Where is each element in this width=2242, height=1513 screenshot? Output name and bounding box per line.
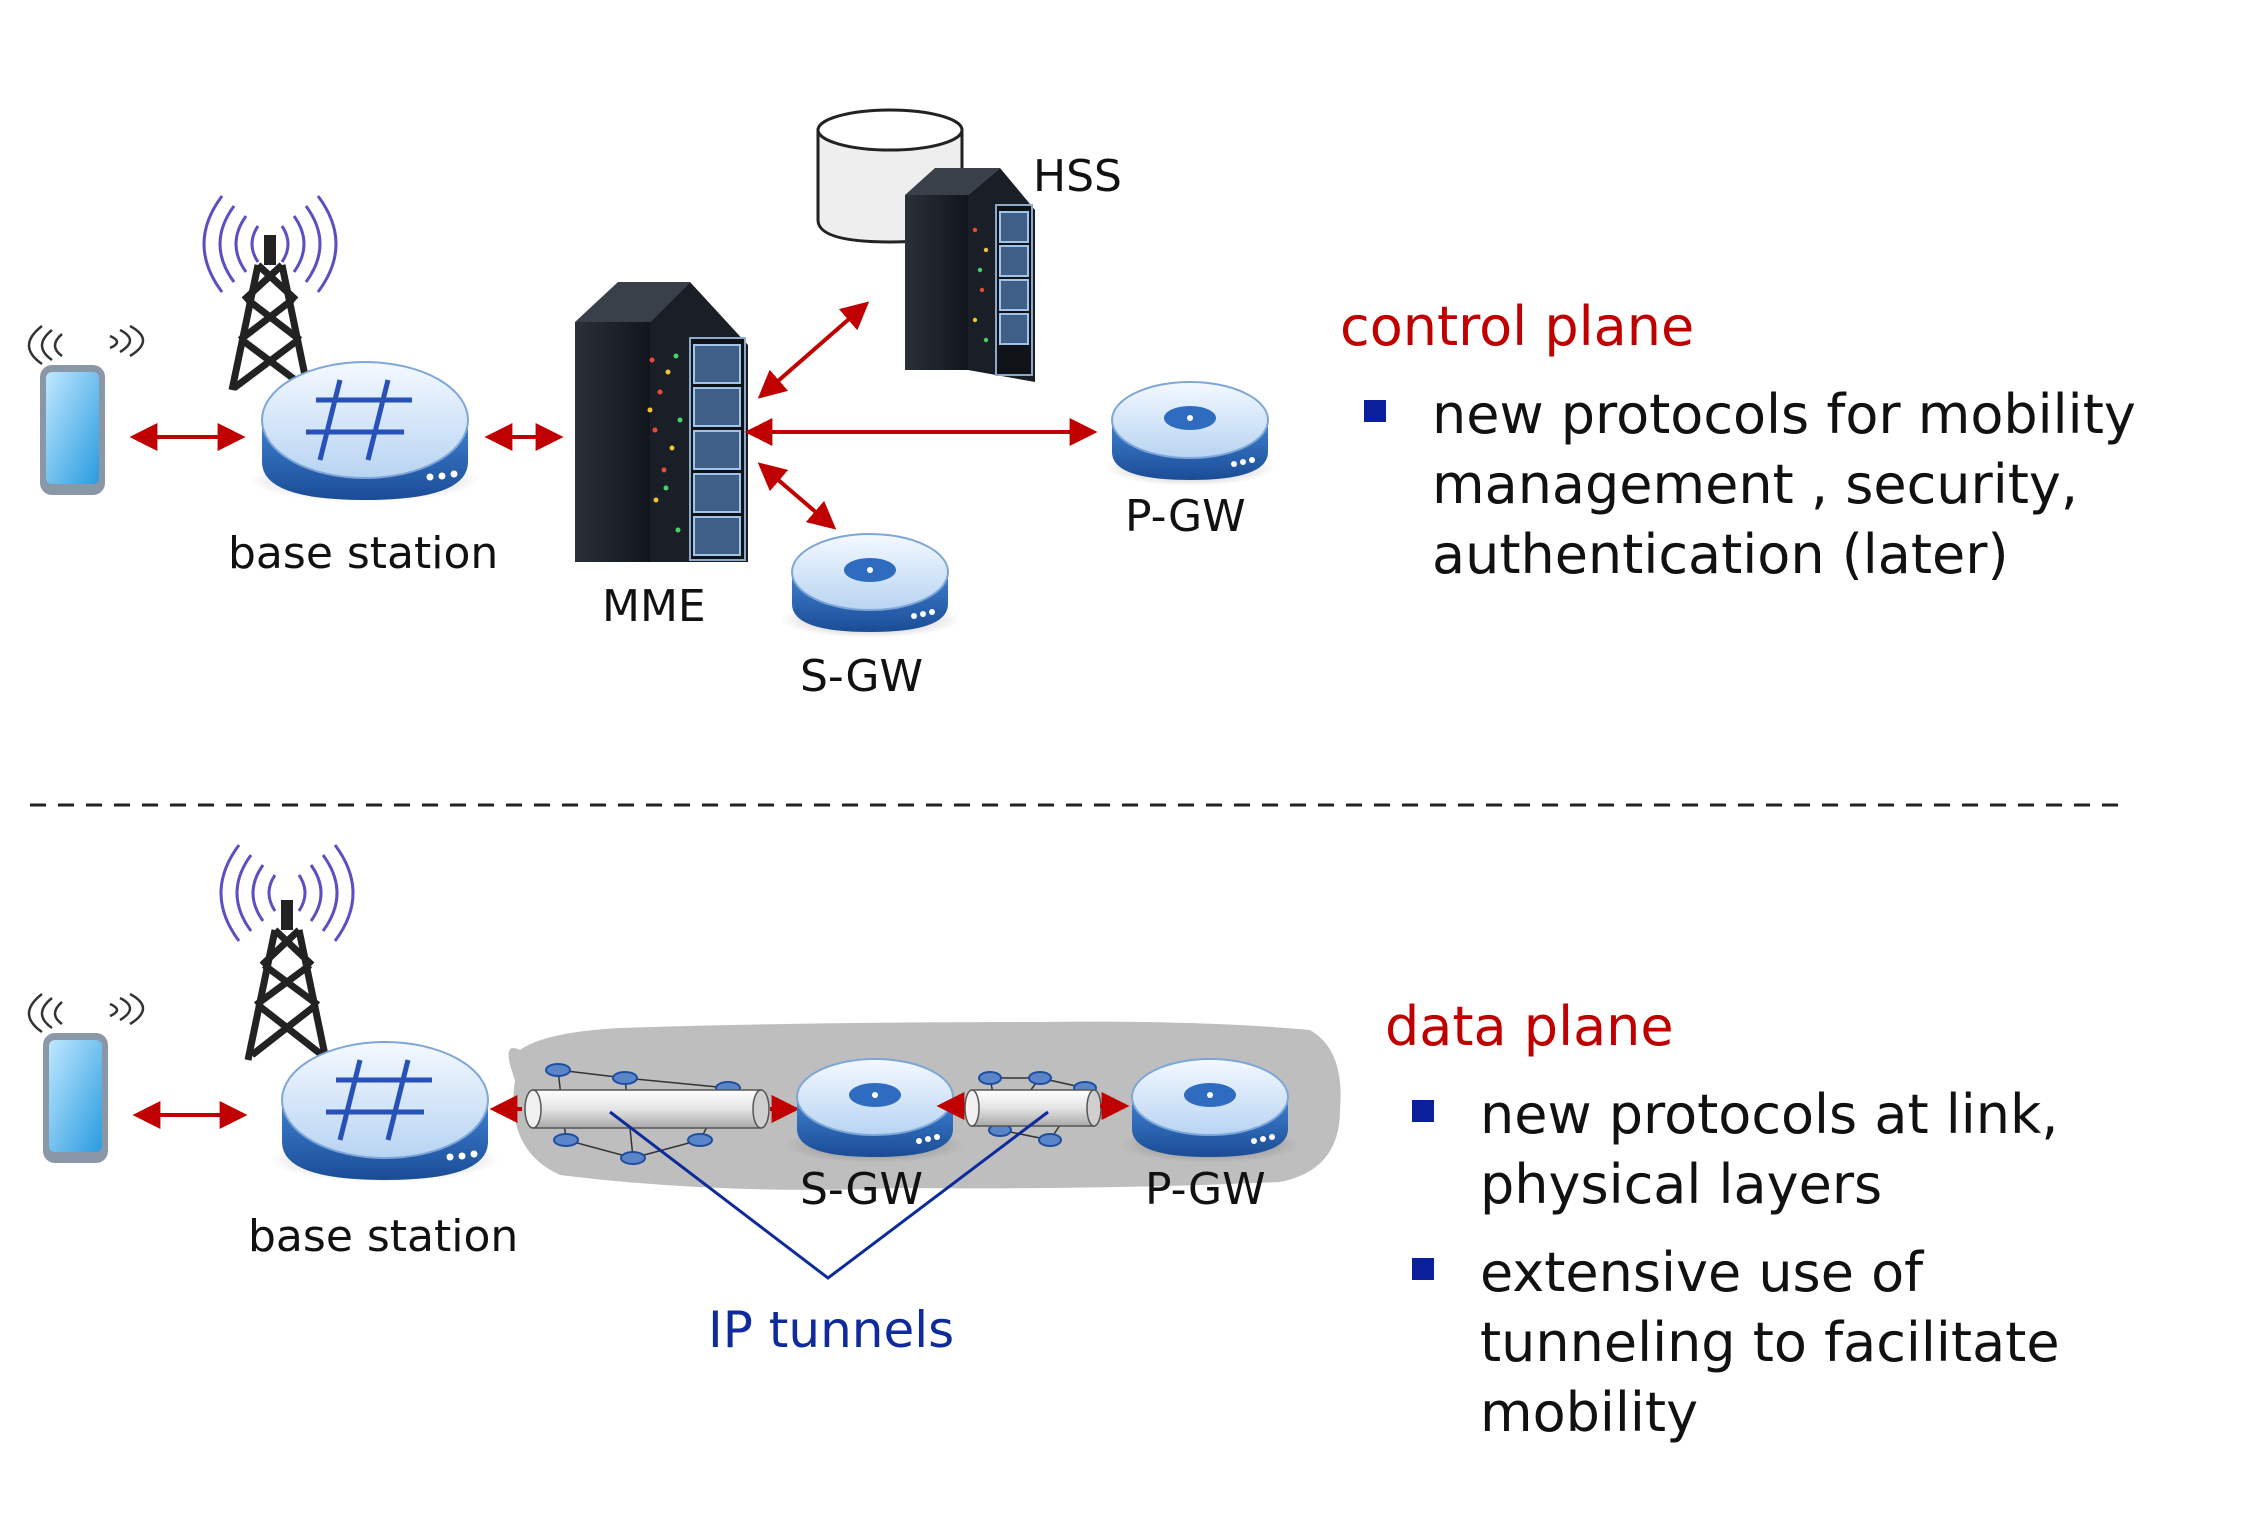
- sgw-label: S-GW: [800, 651, 924, 702]
- bullet-icon: [1364, 400, 1386, 422]
- sgw-router-icon: [780, 533, 960, 638]
- bullet-icon: [1412, 1258, 1434, 1280]
- mme-server-icon: [575, 282, 748, 562]
- pgw-router-icon: [1120, 1058, 1300, 1163]
- link-arrow: [757, 301, 870, 399]
- list-item: new protocols at link, physical layers: [1410, 1080, 2080, 1220]
- bullet-icon: [1412, 1100, 1434, 1122]
- base-station-label: base station: [228, 528, 499, 579]
- base-station-icon: [250, 361, 480, 502]
- pgw-router-icon: [1105, 381, 1275, 486]
- hss-server-icon: [905, 168, 1035, 382]
- list-item: new protocols for mobility management , …: [1362, 380, 2192, 590]
- link-arrow: [757, 462, 837, 530]
- ip-tunnels-label: IP tunnels: [708, 1301, 955, 1359]
- pgw-label: P-GW: [1125, 491, 1246, 542]
- data-plane-bullets: new protocols at link, physical layers e…: [1410, 1080, 2120, 1466]
- ip-tunnel-pipe: [524, 1089, 770, 1129]
- phone-icon: [27, 992, 145, 1163]
- hss-label: HSS: [1033, 151, 1122, 202]
- cell-tower-icon: [202, 195, 338, 391]
- control-plane-bullets: new protocols for mobility management , …: [1362, 380, 2192, 608]
- data-plane-heading: data plane: [1385, 995, 1674, 1058]
- cell-tower-icon: [219, 844, 355, 1061]
- tunnel-network-icon: [978, 1071, 1097, 1147]
- sgw-label: S-GW: [800, 1164, 924, 1215]
- ip-tunnel-pipe: [964, 1089, 1102, 1127]
- mme-label: MME: [602, 581, 706, 632]
- list-item: extensive use of tunneling to facilitate…: [1410, 1238, 2120, 1448]
- base-station-label: base station: [248, 1211, 519, 1262]
- base-station-icon: [270, 1041, 500, 1182]
- ip-tunnels-callout: [609, 1110, 1049, 1280]
- pgw-label: P-GW: [1145, 1164, 1266, 1215]
- control-plane-heading: control plane: [1340, 295, 1695, 358]
- sgw-router-icon: [785, 1058, 965, 1163]
- phone-icon: [27, 324, 145, 495]
